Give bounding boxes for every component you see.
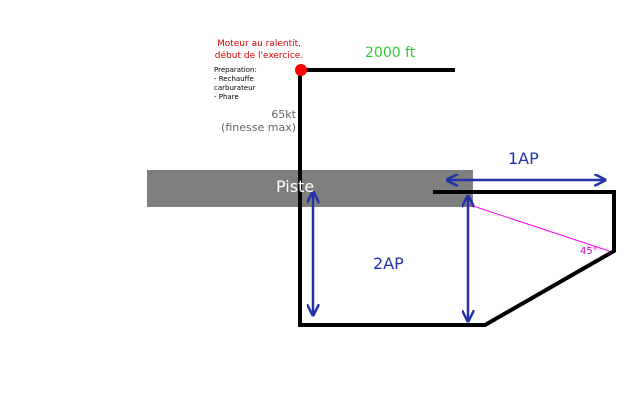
- start-point: [295, 64, 307, 76]
- preparation-item: - Phare: [214, 93, 239, 101]
- speed-label: 65kt: [271, 108, 296, 121]
- angle-label: 45°: [580, 246, 598, 257]
- speed-note: (finesse max): [221, 121, 296, 134]
- speed-block: 65kt (finesse max): [218, 108, 296, 134]
- preparation-item: carburateur: [214, 84, 256, 92]
- angle-reference-line: [469, 204, 610, 252]
- preparation-item: - Rechauffe: [214, 75, 254, 83]
- dimension-label-2ap: 2AP: [373, 254, 404, 273]
- preparation-list: Preparation: - Rechauffe carburateur - P…: [214, 66, 257, 102]
- altitude-label: 2000 ft: [365, 45, 416, 61]
- start-note: Moteur au ralentit, début de l'exercice.: [214, 39, 304, 61]
- dimension-label-1ap: 1AP: [508, 149, 539, 168]
- runway-label: Piste: [276, 177, 315, 196]
- preparation-title: Preparation:: [214, 66, 257, 74]
